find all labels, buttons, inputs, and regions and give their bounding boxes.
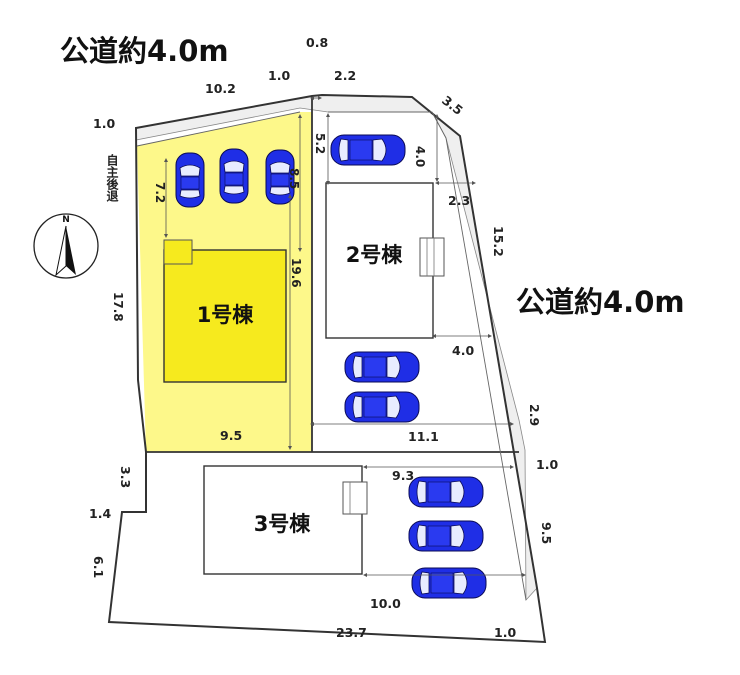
dim-label: 3.5 bbox=[439, 93, 466, 118]
dim-label: 2.9 bbox=[527, 404, 542, 426]
road-label-east: 公道約4.0m bbox=[516, 285, 685, 319]
building-3-entry bbox=[342, 481, 368, 515]
dim-label: 5.2 bbox=[313, 133, 327, 154]
dim-label: 9.5 bbox=[539, 522, 554, 544]
car-icon bbox=[175, 152, 205, 208]
dim-label: 2.3 bbox=[448, 193, 470, 208]
building-3 bbox=[203, 465, 363, 575]
dim-label: 3.3 bbox=[118, 466, 133, 488]
car-icon bbox=[344, 351, 420, 383]
dim-label: 1.0 bbox=[494, 625, 516, 640]
building-2-label: 2号棟 bbox=[346, 243, 404, 267]
building-3-label: 3号棟 bbox=[254, 512, 312, 536]
compass-north-label: N bbox=[62, 215, 70, 225]
dim-label: 10.0 bbox=[370, 596, 401, 611]
setback-line-corner2 bbox=[431, 111, 447, 139]
setback-line-north bbox=[136, 111, 301, 147]
car-icon bbox=[344, 391, 420, 423]
car-icon bbox=[411, 567, 487, 599]
dim-label: 15.2 bbox=[491, 226, 506, 257]
dim-label: 23.7 bbox=[336, 625, 367, 640]
dim-label: 1.0 bbox=[93, 116, 115, 131]
dim-label: 19.6 bbox=[289, 258, 303, 288]
road-label-north: 公道約4.0m bbox=[60, 34, 229, 68]
dim-label: 0.8 bbox=[306, 35, 328, 50]
compass-icon: N bbox=[33, 213, 99, 279]
dim-label: 11.1 bbox=[408, 429, 439, 444]
dim-label: 6.1 bbox=[91, 556, 106, 578]
dim-label: 1.0 bbox=[536, 457, 558, 472]
car-icon bbox=[408, 476, 484, 508]
building-1-label: 1号棟 bbox=[197, 303, 255, 327]
dim-label: 4.0 bbox=[452, 343, 474, 358]
car-icon bbox=[219, 148, 249, 204]
dim-label: 9.3 bbox=[392, 468, 414, 483]
dim-label: 10.2 bbox=[205, 81, 236, 96]
dim-label: 2.2 bbox=[334, 68, 356, 83]
setback-label: 自主後退 bbox=[105, 153, 119, 203]
car-icon bbox=[408, 520, 484, 552]
dim-label: 9.5 bbox=[220, 428, 242, 443]
dim-label: 4.0 bbox=[413, 146, 427, 167]
building-1 bbox=[163, 249, 287, 383]
dim-label: 1.0 bbox=[268, 68, 290, 83]
dim-label: 8.5 bbox=[287, 168, 301, 189]
dim-label: 17.8 bbox=[111, 292, 125, 322]
building-2-entry bbox=[419, 237, 445, 277]
dim-label: 1.4 bbox=[89, 506, 111, 521]
setback-line-east bbox=[445, 137, 527, 601]
building-1-entry bbox=[163, 239, 193, 265]
car-icon bbox=[330, 134, 406, 166]
dim-label: 7.2 bbox=[153, 182, 167, 203]
